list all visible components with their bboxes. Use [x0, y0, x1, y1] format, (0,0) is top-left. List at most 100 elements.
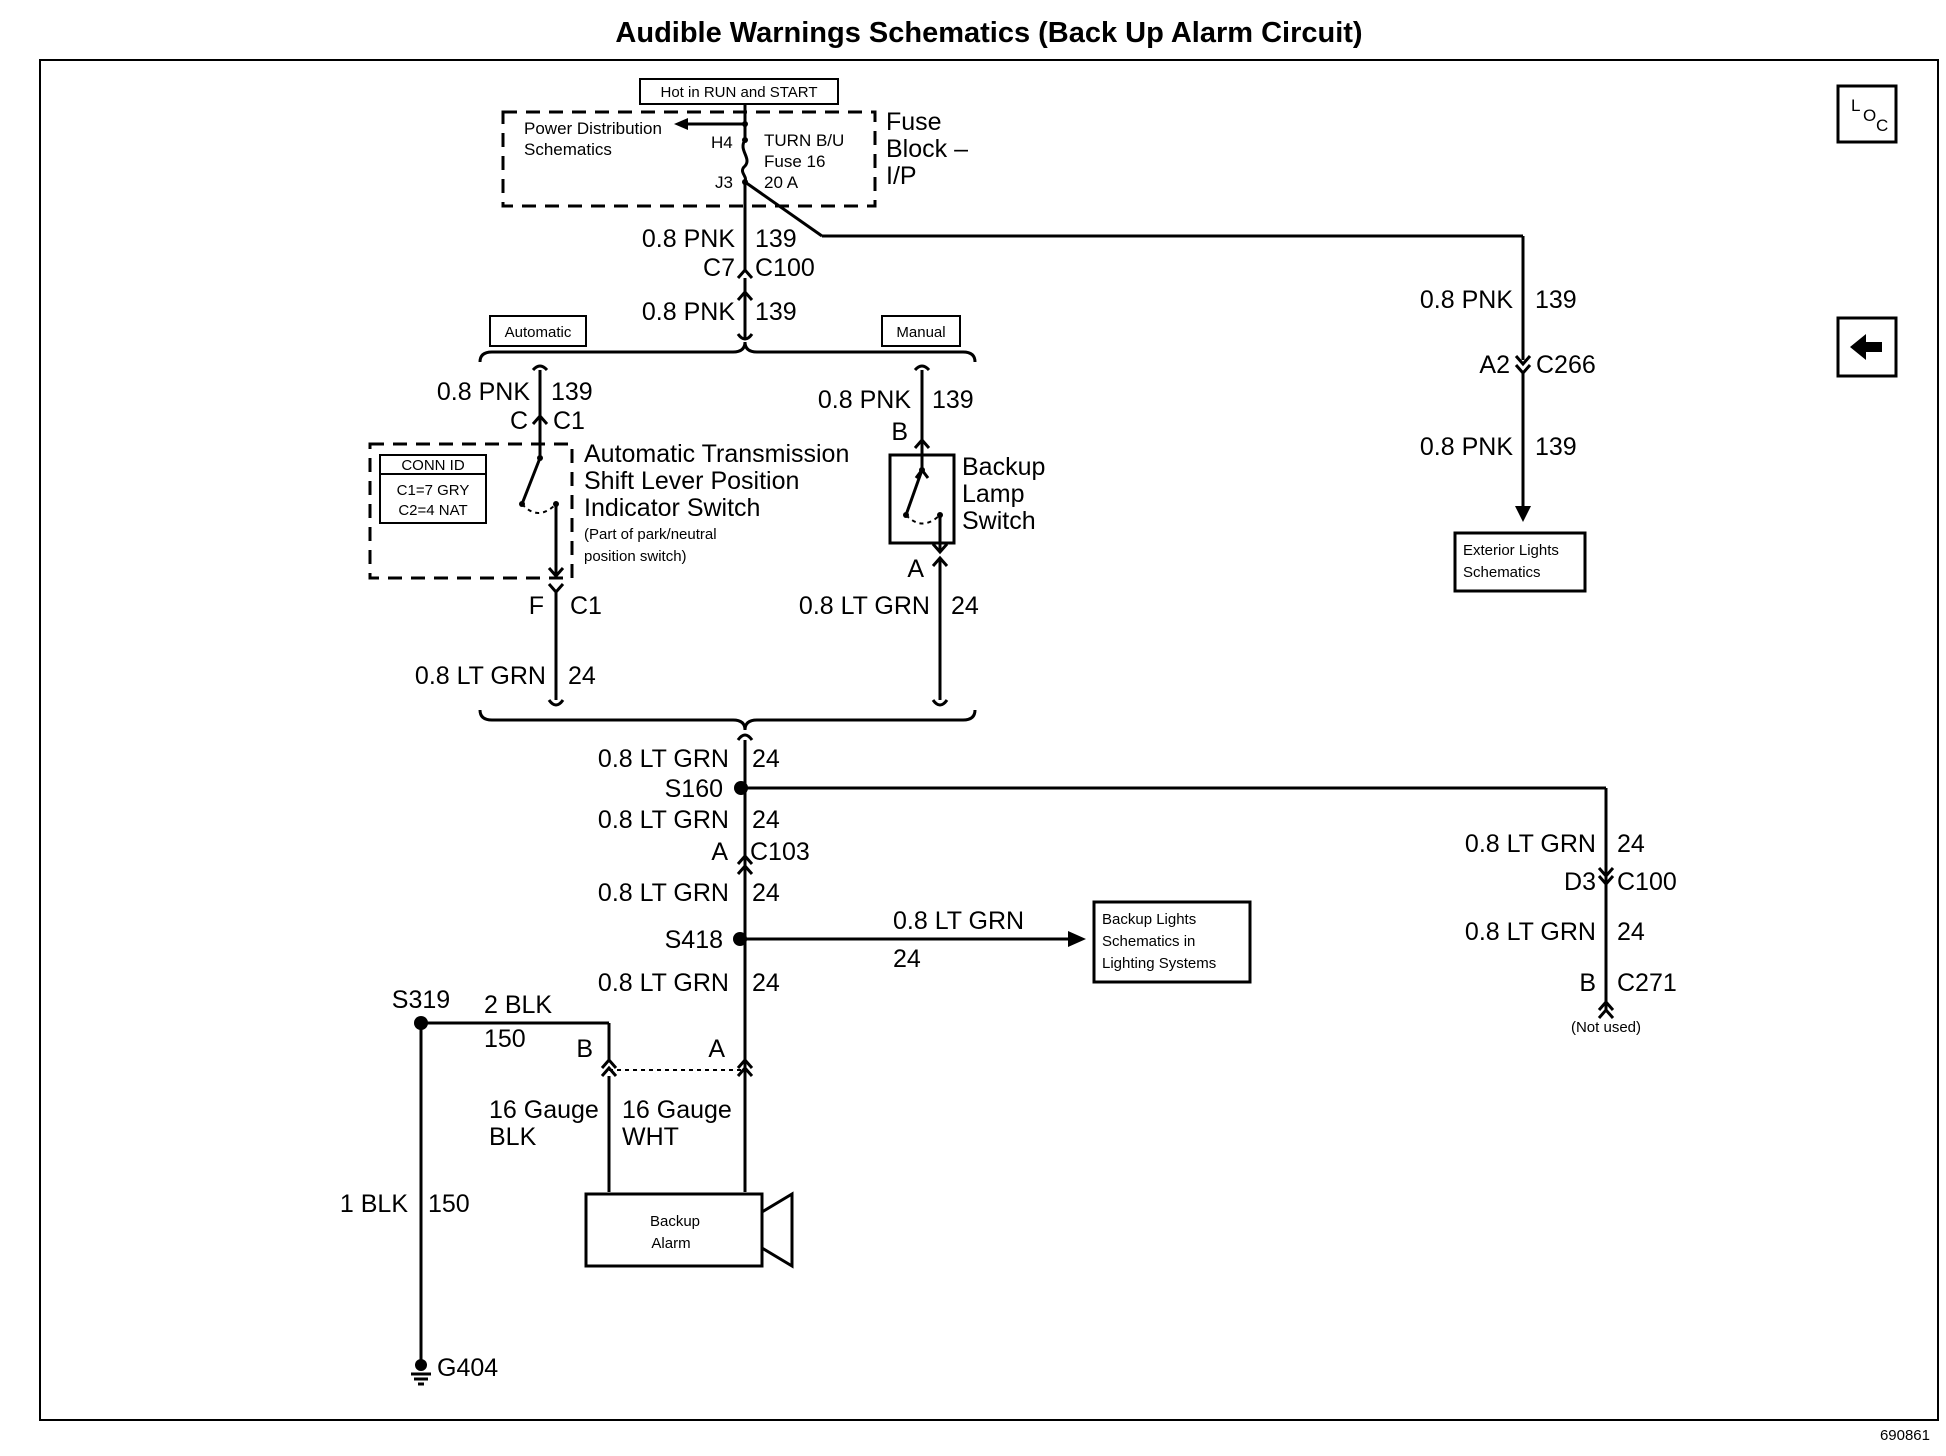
svg-text:Switch: Switch [962, 507, 1036, 535]
auto-switch-outline [368, 442, 574, 580]
svg-text:24: 24 [568, 662, 596, 690]
backup-lamp-switch-icon [888, 448, 956, 555]
svg-text:0.8 PNK: 0.8 PNK [642, 298, 735, 326]
backup-lights-ref[interactable]: Backup Lights Schematics in Lighting Sys… [1092, 900, 1252, 984]
svg-text:A: A [711, 838, 728, 866]
svg-text:139: 139 [551, 378, 593, 406]
svg-text:C1: C1 [570, 592, 602, 620]
svg-text:139: 139 [755, 298, 797, 326]
svg-text:24: 24 [893, 945, 921, 973]
svg-text:0.8 PNK: 0.8 PNK [1420, 433, 1513, 461]
svg-text:16 Gauge: 16 Gauge [489, 1096, 599, 1124]
exterior-lights-ref[interactable]: Exterior Lights Schematics [1453, 531, 1587, 593]
svg-text:0.8 LT GRN: 0.8 LT GRN [598, 879, 729, 907]
svg-text:C: C [510, 407, 528, 435]
fuse-block-outline [501, 110, 877, 208]
ground-g404: G404 [437, 1354, 498, 1382]
power-distribution-ref[interactable]: Power Distribution Schematics [524, 119, 662, 159]
svg-text:BLK: BLK [489, 1123, 537, 1151]
connector-c271: C271 [1617, 969, 1677, 997]
arrow-icon [1068, 931, 1086, 947]
svg-text:Alarm: Alarm [651, 1235, 690, 1252]
svg-text:C2=4 NAT: C2=4 NAT [398, 502, 467, 519]
svg-text:139: 139 [755, 225, 797, 253]
loc-icon[interactable]: L O C [1836, 84, 1898, 144]
svg-text:Power Distribution: Power Distribution [524, 119, 662, 138]
svg-text:CONN ID: CONN ID [401, 457, 465, 474]
svg-text:B: B [1579, 969, 1596, 997]
svg-text:Schematics: Schematics [1463, 564, 1541, 581]
option-brace-top [478, 341, 977, 363]
connector-c100: C100 [755, 254, 815, 282]
svg-text:16 Gauge: 16 Gauge [622, 1096, 732, 1124]
svg-text:C1=7 GRY: C1=7 GRY [397, 482, 470, 499]
connector-c103: C103 [750, 838, 810, 866]
figure-id: 690861 [1880, 1427, 1930, 1444]
svg-text:0.8 LT GRN: 0.8 LT GRN [893, 907, 1024, 935]
svg-text:Hot in RUN and START: Hot in RUN and START [661, 84, 818, 101]
svg-text:0.8 PNK: 0.8 PNK [642, 225, 735, 253]
svg-text:0.8 PNK: 0.8 PNK [1420, 286, 1513, 314]
svg-text:24: 24 [1617, 830, 1645, 858]
svg-text:A: A [708, 1035, 725, 1063]
svg-text:20 A: 20 A [764, 173, 799, 192]
svg-text:position switch): position switch) [584, 548, 687, 565]
connector-icon [736, 267, 754, 279]
svg-text:Manual: Manual [896, 324, 945, 341]
svg-text:0.8 LT GRN: 0.8 LT GRN [598, 745, 729, 773]
svg-text:0.8 PNK: 0.8 PNK [437, 378, 530, 406]
svg-text:0.8 LT GRN: 0.8 LT GRN [598, 969, 729, 997]
svg-text:Indicator Switch: Indicator Switch [584, 494, 760, 522]
diagram-frame [39, 59, 1939, 1421]
svg-text:1 BLK: 1 BLK [340, 1190, 408, 1218]
backup-lamp-switch-name: Backup [962, 453, 1045, 481]
connector-c266: C266 [1536, 351, 1596, 379]
svg-text:150: 150 [484, 1025, 526, 1053]
svg-text:Block –: Block – [886, 135, 968, 163]
svg-text:Exterior Lights: Exterior Lights [1463, 542, 1559, 559]
svg-text:L: L [1851, 96, 1860, 115]
svg-text:24: 24 [752, 745, 780, 773]
svg-text:24: 24 [752, 806, 780, 834]
svg-text:24: 24 [1617, 918, 1645, 946]
connector-c7: C7 [703, 254, 735, 282]
svg-text:Schematics: Schematics [524, 140, 612, 159]
svg-text:Schematics in: Schematics in [1102, 933, 1195, 950]
pin-h4: H4 [711, 133, 733, 152]
svg-text:B: B [891, 418, 908, 446]
speaker-icon [760, 1191, 794, 1269]
svg-text:S319: S319 [392, 986, 450, 1014]
fuse-block-name: Fuse [886, 108, 942, 136]
arrow-icon [1515, 506, 1531, 522]
svg-text:Lighting Systems: Lighting Systems [1102, 955, 1216, 972]
pin-j3: J3 [715, 173, 733, 192]
svg-text:0.8 LT GRN: 0.8 LT GRN [799, 592, 930, 620]
connector-c100-right: C100 [1617, 868, 1677, 896]
svg-text:139: 139 [1535, 433, 1577, 461]
backup-alarm: Backup Alarm [584, 1191, 794, 1269]
svg-text:0.8 PNK: 0.8 PNK [818, 386, 911, 414]
svg-text:150: 150 [428, 1190, 470, 1218]
option-automatic-label: Automatic [489, 315, 587, 347]
svg-text:0.8 LT GRN: 0.8 LT GRN [598, 806, 729, 834]
svg-text:24: 24 [752, 879, 780, 907]
svg-text:Automatic: Automatic [505, 324, 572, 341]
svg-text:S418: S418 [665, 926, 723, 954]
svg-text:139: 139 [932, 386, 974, 414]
option-manual-label: Manual [881, 315, 961, 347]
svg-text:Lamp: Lamp [962, 480, 1025, 508]
auto-switch-icon [519, 440, 565, 579]
conn-id-box: CONN ID C1=7 GRY C2=4 NAT [379, 454, 487, 524]
back-arrow-icon[interactable] [1836, 316, 1898, 378]
svg-text:24: 24 [951, 592, 979, 620]
svg-text:TURN B/U: TURN B/U [764, 131, 844, 150]
page-title: Audible Warnings Schematics (Back Up Ala… [615, 17, 1362, 49]
svg-text:B: B [576, 1035, 593, 1063]
svg-text:S160: S160 [665, 775, 723, 803]
ground-icon [411, 1359, 431, 1386]
svg-text:Backup Lights: Backup Lights [1102, 911, 1196, 928]
hot-in-run-start-label: Hot in RUN and START [639, 78, 839, 105]
arrow-icon [674, 118, 688, 130]
svg-text:24: 24 [752, 969, 780, 997]
